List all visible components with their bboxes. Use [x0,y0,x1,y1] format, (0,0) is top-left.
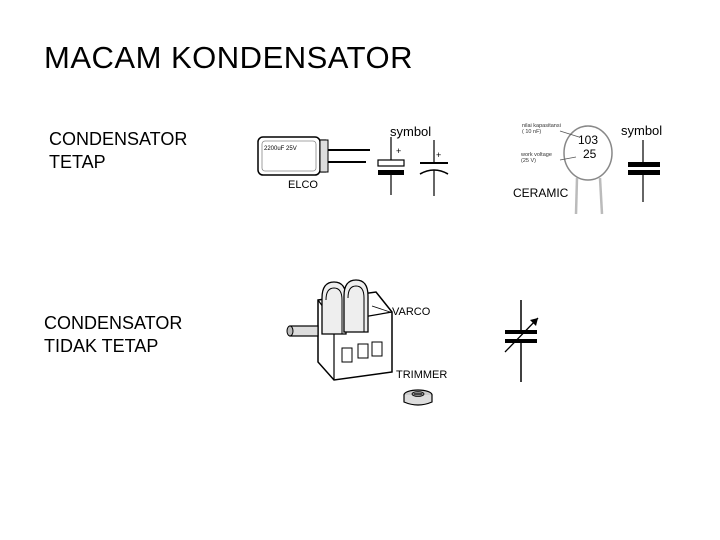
ceramic-capacity-note: nilai kapasitansi ( 10 nF) [522,123,561,135]
elco-plus-a: + [396,146,402,156]
varco-caption: VARCO [392,306,431,318]
ceramic-symbol-label: symbol [621,123,663,138]
elco-symbol-label: symbol [390,124,432,139]
ceramic-code-top: 103 [578,133,599,147]
elco-body-text: 2200uF 25V [264,146,297,152]
ceramic-caption: CERAMIC [513,186,569,200]
elco-plus-b: + [436,150,442,160]
variable-capacitor-label: CONDENSATOR TIDAK TETAP [44,313,183,356]
ceramic-code-bottom: 25 [583,147,597,161]
fixed-capacitor-label: CONDENSATOR TETAP [49,129,188,172]
trimmer-caption: TRIMMER [396,369,448,381]
page-title: MACAM KONDENSATOR [44,40,414,75]
ceramic-voltage-note: work voltage (25 V) [521,152,552,164]
elco-caption: ELCO [288,179,318,191]
